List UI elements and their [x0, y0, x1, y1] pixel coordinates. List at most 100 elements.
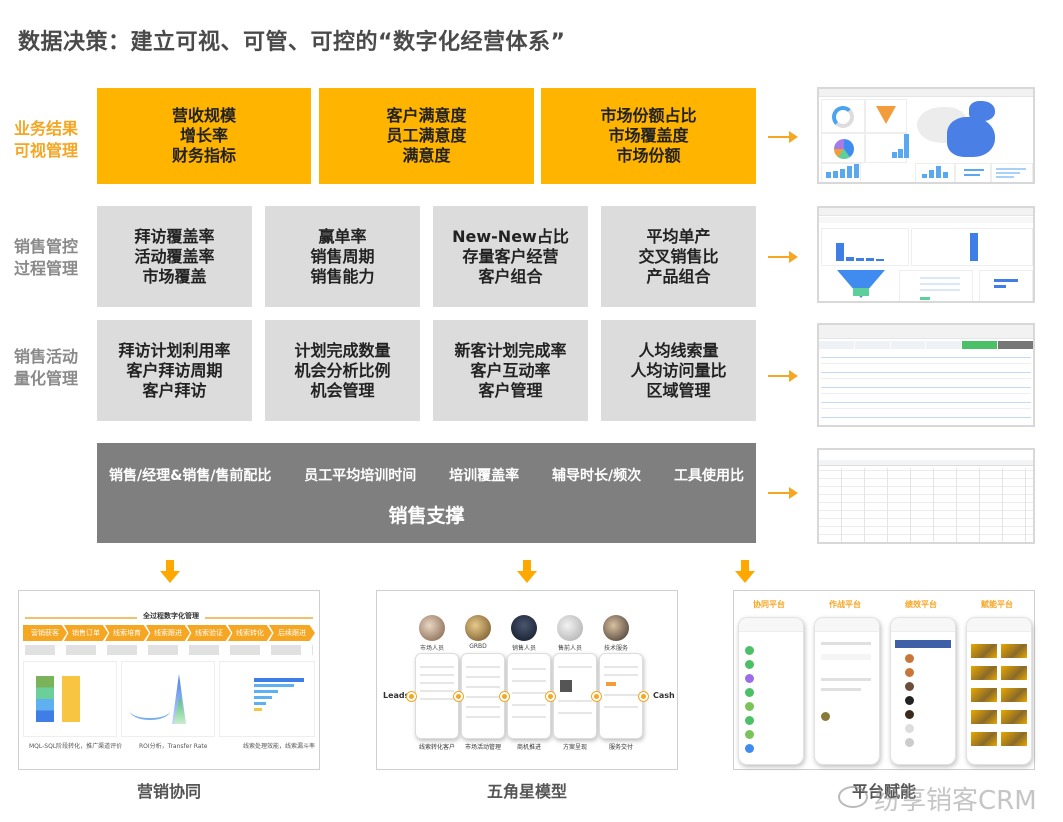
arrow-right-icon — [768, 130, 798, 144]
thumbnail-activity-kanban — [817, 323, 1035, 427]
metric-text: 拜访覆盖率 — [134, 226, 215, 246]
phone-mockup — [461, 653, 505, 739]
connector-dot — [592, 692, 601, 701]
metric-text: 机会管理 — [310, 380, 375, 400]
arrow-right-icon — [768, 369, 798, 383]
metric-text: 市场份额占比 — [600, 106, 697, 125]
peak-line-chart — [121, 661, 215, 737]
row-label-line: 业务结果 — [14, 119, 79, 138]
process-step: 线索验证 — [187, 625, 231, 641]
phone-mockup — [507, 653, 551, 739]
metric-text: 市场覆盖 — [142, 266, 207, 286]
role-avatar — [557, 615, 583, 641]
role-label: GRBD — [469, 643, 487, 650]
arrow-down-icon — [735, 560, 755, 584]
horizontal-bar-chart — [219, 661, 315, 737]
metric-box-new-new: New-New占比 存量客户经营 客户组合 — [433, 206, 588, 307]
arrow-down-icon — [160, 560, 180, 584]
leads-label: Leads — [383, 691, 410, 700]
metric-text: 存量客户经营 — [462, 246, 559, 266]
metric-box-satisfaction: 客户满意度 员工满意度 满意度 — [319, 88, 534, 184]
metric-box-market-share: 市场份额占比 市场覆盖度 市场份额 — [541, 88, 756, 184]
chart-note: MQL-SQL阶段转化，推广渠道评价 — [29, 743, 123, 750]
chart-note: ROI分析，Transfer Rate — [139, 743, 208, 750]
metric-text: 赢单率 — [318, 226, 367, 246]
caption-marketing: 营销协同 — [136, 782, 201, 801]
panel-pentagram-model: 市场人员 GRBD 销售人员 售前人员 技术服务 Leads Cash 线索转化… — [376, 590, 678, 770]
role-avatar — [419, 615, 445, 641]
process-step: 线索培育 — [105, 625, 149, 641]
metric-text: 拜访计划利用率 — [118, 340, 231, 360]
connector-dot — [546, 692, 555, 701]
role-avatar — [603, 615, 629, 641]
process-step: 线索跟进 — [146, 625, 190, 641]
metric-text: 活动覆盖率 — [134, 246, 215, 266]
metric-text: 客户管理 — [478, 380, 543, 400]
caption-pentagram: 五角星模型 — [486, 782, 567, 801]
process-step: 营销获客 — [23, 625, 67, 641]
support-item: 辅导时长/频次 — [552, 468, 642, 484]
role-label: 销售人员 — [511, 645, 536, 652]
metric-box-leads-per-person: 人均线索量 人均访问量比 区域管理 — [601, 320, 756, 421]
metric-text: 人均线索量 — [638, 340, 719, 360]
sales-support-block: 销售/经理&销售/售前配比 员工平均培训时间 培训覆盖率 辅导时长/频次 工具使… — [97, 443, 756, 543]
metric-text: 交叉销售比 — [638, 246, 719, 266]
metric-text: 平均单产 — [646, 226, 711, 246]
panel-marketing-collaboration: 全过程数字化管理 营销获客 销售订单 线索培育 线索跟进 线索验证 线索转化 后… — [18, 590, 320, 770]
metric-text: New-New占比 — [452, 226, 569, 246]
metric-text: 客户组合 — [478, 266, 543, 286]
role-avatar — [511, 615, 537, 641]
phone-mockup — [415, 653, 459, 739]
page-title: 数据决策：建立可视、可管、可控的“数字化经营体系” — [18, 30, 566, 55]
step-label: 市场活动管理 — [464, 744, 501, 751]
metric-text: 客户满意度 — [386, 106, 467, 125]
arrow-down-icon — [517, 560, 537, 584]
arrow-right-icon — [768, 250, 798, 264]
row-label-activity-quantify: 销售活动 量化管理 — [14, 346, 90, 390]
metric-box-avg-output: 平均单产 交叉销售比 产品组合 — [601, 206, 756, 307]
phone-mockup — [599, 653, 643, 739]
step-label: 服务交付 — [608, 744, 633, 751]
metric-text: 客户拜访周期 — [126, 360, 223, 380]
metric-text: 新客计划完成率 — [454, 340, 567, 360]
marketing-header: 全过程数字化管理 — [137, 611, 205, 621]
metric-text: 产品组合 — [646, 266, 711, 286]
metric-box-revenue: 营收规模 增长率 财务指标 — [97, 88, 311, 184]
metric-text: 满意度 — [402, 146, 451, 165]
process-step: 线索转化 — [228, 625, 272, 641]
metric-text: 增长率 — [179, 126, 228, 145]
step-label: 商机推进 — [516, 744, 541, 751]
metric-text: 员工满意度 — [386, 126, 467, 145]
step-label: 线索转化客户 — [418, 744, 455, 751]
metric-text: 营收规模 — [171, 106, 236, 125]
phone-collaboration — [738, 617, 804, 765]
role-avatar — [465, 615, 491, 641]
metric-box-visit-plan: 拜访计划利用率 客户拜访周期 客户拜访 — [97, 320, 252, 421]
metric-box-plan-completion: 计划完成数量 机会分析比例 机会管理 — [265, 320, 420, 421]
thumbnail-dashboard-overview — [817, 87, 1035, 184]
metric-text: 市场覆盖度 — [608, 126, 689, 145]
support-title: 销售支撑 — [388, 505, 465, 527]
connector-dot — [454, 692, 463, 701]
process-step: 销售订单 — [64, 625, 108, 641]
row-label-line: 可视管理 — [14, 141, 79, 160]
metric-text: 市场份额 — [616, 146, 681, 165]
connector-dot — [500, 692, 509, 701]
metric-text: 客户拜访 — [142, 380, 207, 400]
row-label-line: 过程管理 — [14, 259, 79, 278]
metric-text: 客户互动率 — [470, 360, 551, 380]
platform-title: 赋能平台 — [981, 600, 1013, 609]
support-item: 员工平均培训时间 — [304, 468, 417, 484]
platform-title: 作战平台 — [829, 600, 861, 609]
cash-label: Cash — [653, 691, 675, 700]
phone-performance — [890, 617, 956, 765]
process-step: 后续跟进 — [269, 625, 315, 641]
panel-platform-enablement: 协同平台 作战平台 绩效平台 赋能平台 — [733, 590, 1035, 770]
platform-title: 绩效平台 — [905, 600, 937, 609]
metric-text: 销售周期 — [310, 246, 375, 266]
row-label-line: 销售管控 — [14, 237, 79, 256]
row-label-sales-control: 销售管控 过程管理 — [14, 236, 90, 280]
metric-text: 财务指标 — [171, 146, 236, 165]
support-item: 工具使用比 — [674, 468, 744, 484]
platform-title: 协同平台 — [753, 600, 785, 609]
